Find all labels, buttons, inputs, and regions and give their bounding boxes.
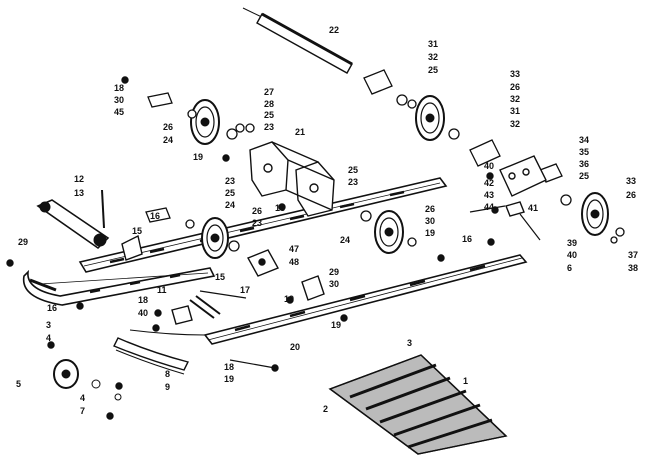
callout-number: 31: [428, 39, 438, 49]
callout-number: 19: [224, 374, 234, 384]
cross-shaft-bracket: [249, 141, 335, 217]
callout-number: 7: [80, 406, 85, 416]
callout-number: 26: [163, 122, 173, 132]
callout-number: 32: [428, 52, 438, 62]
callout-number: 5: [16, 379, 21, 389]
callout-number: 1: [463, 376, 468, 386]
callout-number: 30: [425, 216, 435, 226]
callout-number: 36: [579, 159, 589, 169]
callout-number: 47: [289, 244, 299, 254]
callout-number: 45: [114, 107, 124, 117]
callout-number: 40: [138, 308, 148, 318]
callout-number: 37: [628, 250, 638, 260]
shaft-part: [242, 7, 353, 74]
callout-number: 24: [340, 235, 350, 245]
callout-number: 32: [510, 119, 520, 129]
callout-number: 4: [80, 393, 85, 403]
callout-number: 17: [240, 285, 250, 295]
callout-number: 22: [329, 25, 339, 35]
callout-number: 18: [275, 203, 285, 213]
callout-number: 35: [579, 147, 589, 157]
callout-number: 18: [138, 295, 148, 305]
callout-number: 2: [323, 404, 328, 414]
callout-number: 40: [567, 250, 577, 260]
bolts-and-fasteners: [6, 76, 541, 420]
callout-number: 42: [484, 178, 494, 188]
callout-number: 15: [132, 226, 142, 236]
callout-number: 23: [252, 218, 262, 228]
callout-number: 6: [567, 263, 572, 273]
callout-number: 16: [47, 303, 57, 313]
idler-wheel-mid-right: [374, 210, 404, 254]
callout-number: 33: [510, 69, 520, 79]
callout-number: 18: [224, 362, 234, 372]
callout-number: 40: [484, 161, 494, 171]
callout-number: 23: [264, 122, 274, 132]
callout-number: 11: [157, 285, 167, 295]
callout-number: 16: [150, 211, 160, 221]
callout-number: 3: [407, 338, 412, 348]
idler-wheel-upper-left: [190, 99, 220, 145]
callout-number: 16: [462, 234, 472, 244]
callout-number: 25: [579, 171, 589, 181]
callout-number: 26: [252, 206, 262, 216]
callout-number: 25: [348, 165, 358, 175]
callout-number: 4: [46, 333, 51, 343]
callout-number: 9: [165, 382, 170, 392]
rear-axle-bracket: [499, 155, 547, 217]
idler-wheel-upper-right: [415, 95, 445, 141]
callout-number: 19: [331, 320, 341, 330]
callout-number: 18: [114, 83, 124, 93]
callout-number: 29: [329, 267, 339, 277]
callout-number: 19: [193, 152, 203, 162]
callout-number: 21: [295, 127, 305, 137]
callout-number: 43: [484, 190, 494, 200]
callout-number: 38: [628, 263, 638, 273]
callout-number: 19: [284, 294, 294, 304]
track-belt: [328, 354, 508, 455]
callout-number: 23: [225, 176, 235, 186]
callout-number: 44: [484, 202, 494, 212]
callout-number: 30: [329, 279, 339, 289]
callout-number: 48: [289, 257, 299, 267]
callout-number: 13: [74, 188, 84, 198]
callout-number: 26: [425, 204, 435, 214]
callout-number: 25: [225, 188, 235, 198]
callout-number: 34: [579, 135, 589, 145]
slider-blocks: [171, 249, 325, 325]
callout-number: 41: [528, 203, 538, 213]
callout-number: 25: [428, 65, 438, 75]
callout-number: 39: [567, 238, 577, 248]
callout-number: 12: [74, 174, 84, 184]
callout-number: 20: [290, 342, 300, 352]
front-arm-assembly: [36, 189, 143, 261]
left-slide-rail: [22, 267, 216, 306]
callout-number: 29: [18, 237, 28, 247]
callout-number: 32: [510, 94, 520, 104]
callout-number: 25: [264, 110, 274, 120]
callout-number: 3: [46, 320, 51, 330]
callout-number: 15: [215, 272, 225, 282]
callout-number: 8: [165, 369, 170, 379]
callout-number: 31: [510, 106, 520, 116]
callout-number: 19: [425, 228, 435, 238]
callout-number: 24: [225, 200, 235, 210]
wear-strip-and-bogie: [53, 337, 190, 401]
callout-number: 33: [626, 176, 636, 186]
callout-number: 26: [626, 190, 636, 200]
callout-number: 28: [264, 99, 274, 109]
callout-number: 27: [264, 87, 274, 97]
callout-number: 24: [163, 135, 173, 145]
callout-number: 26: [510, 82, 520, 92]
lower-slide-rail: [129, 254, 528, 345]
callout-number: 30: [114, 95, 124, 105]
idler-wheel-rear: [581, 192, 609, 236]
idler-wheel-mid-left: [201, 217, 229, 259]
callout-number: 23: [348, 177, 358, 187]
